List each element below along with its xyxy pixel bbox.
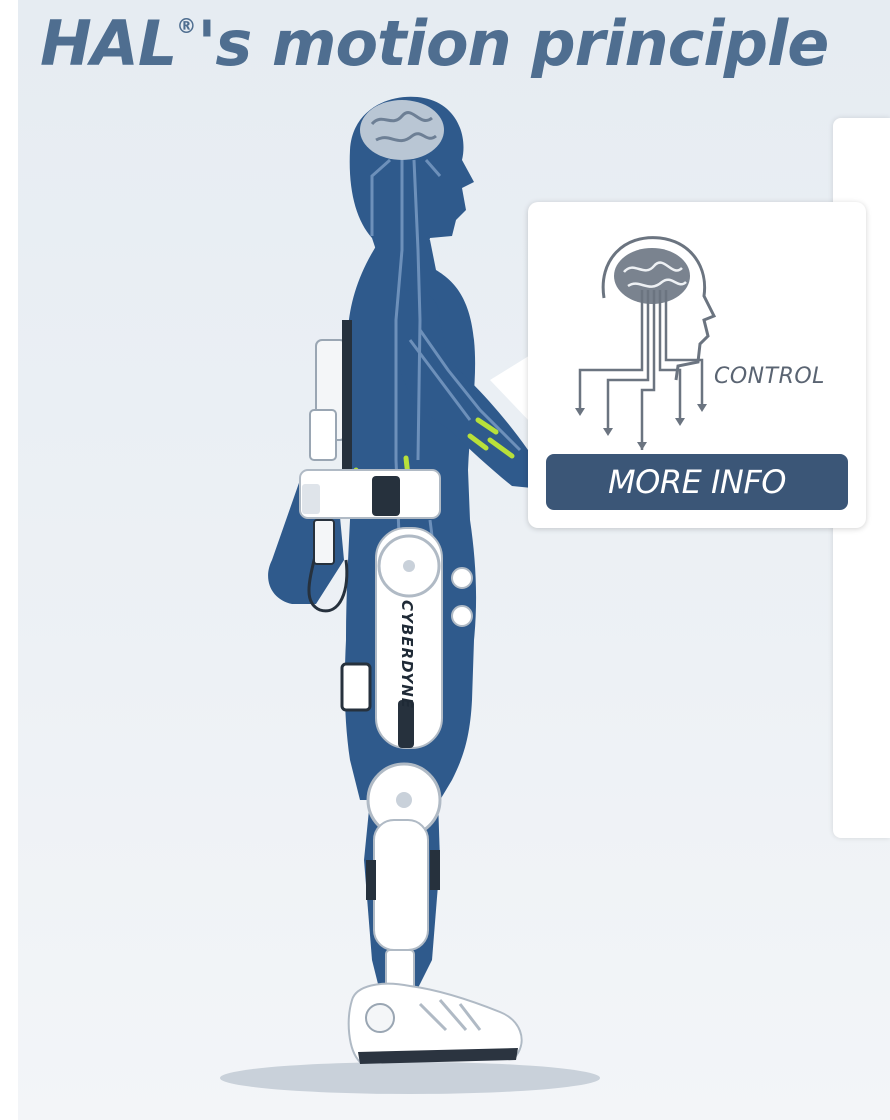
brain-head-icon	[568, 220, 718, 450]
brain-icon	[360, 100, 444, 160]
control-label: CONTROL	[714, 364, 825, 389]
brand-text: CYBERDYNE	[398, 600, 416, 709]
control-callout-card: CONTROL MORE INFO	[528, 202, 866, 528]
floor-shadow	[220, 1062, 600, 1094]
more-info-button[interactable]: MORE INFO	[546, 454, 848, 510]
